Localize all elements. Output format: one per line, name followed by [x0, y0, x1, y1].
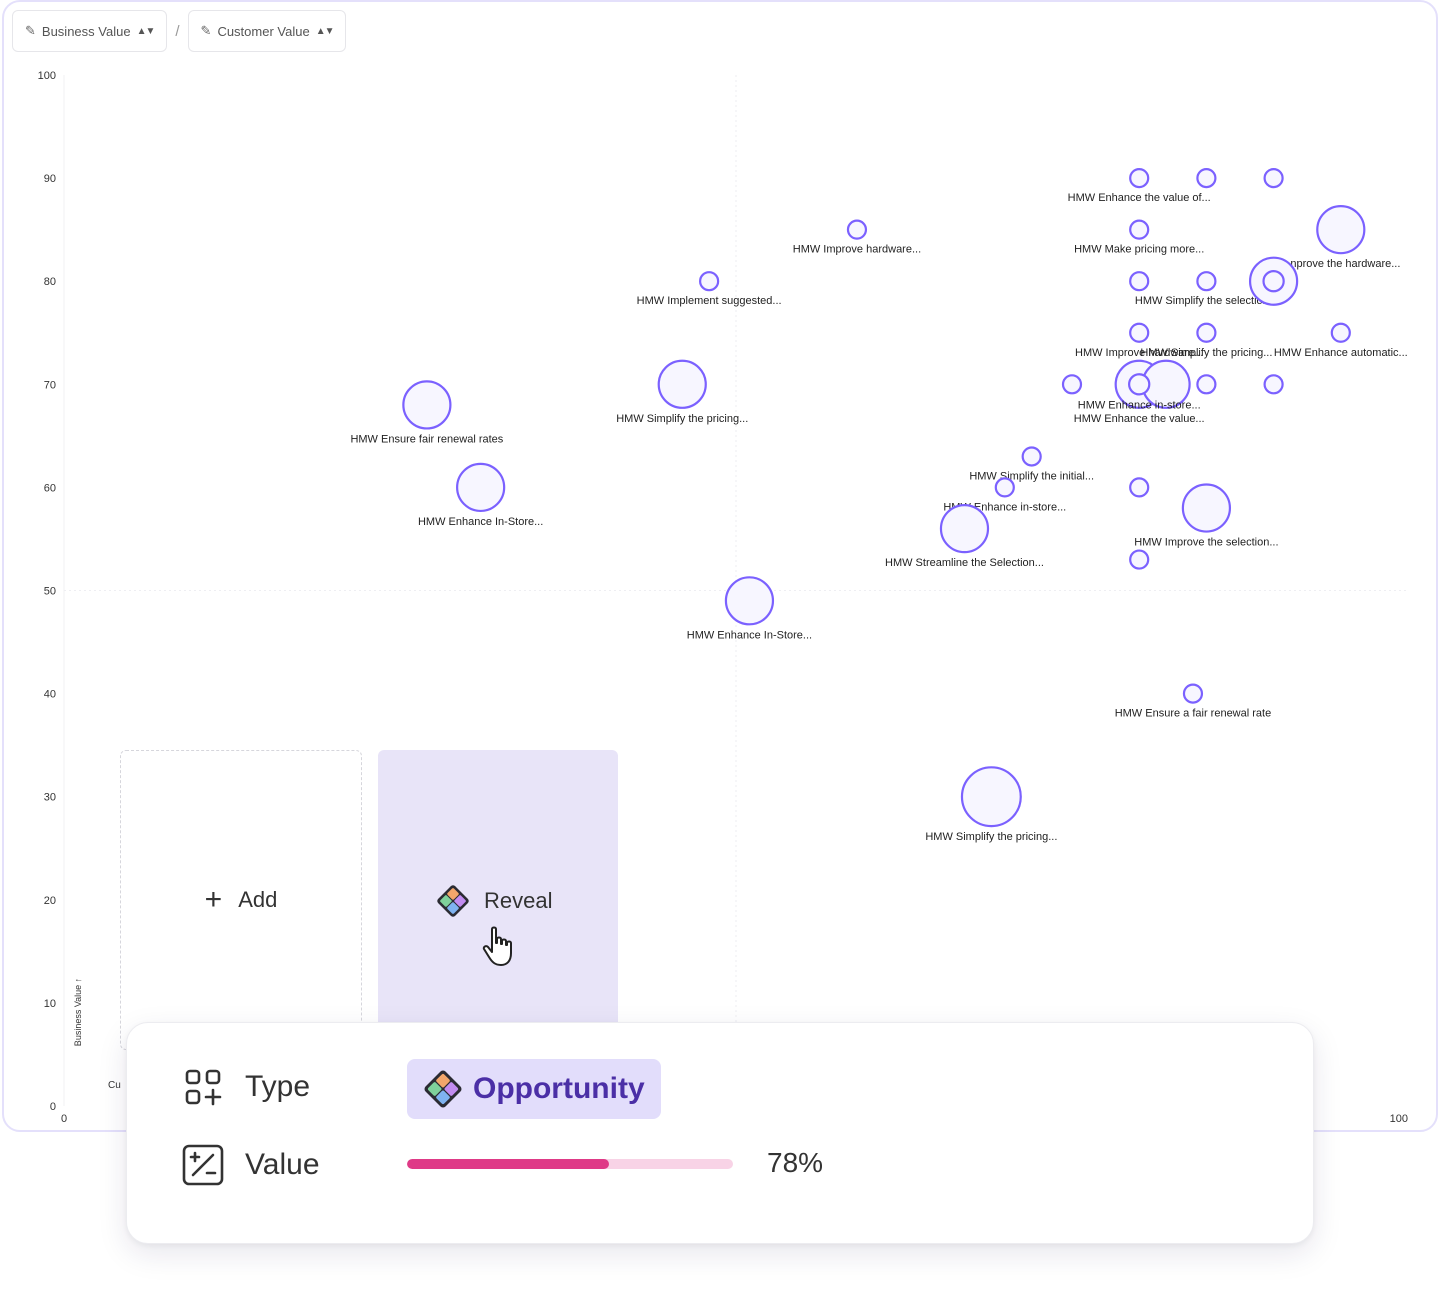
y-tick-label: 50	[44, 586, 56, 598]
value-row: Value	[181, 1143, 320, 1187]
bubble-label: HMW Streamline the Selection...	[885, 557, 1044, 569]
value-progress-fill	[407, 1159, 610, 1169]
type-label: Type	[245, 1070, 311, 1103]
sort-updown-icon: ▲▼	[315, 25, 335, 37]
opportunity-bubble[interactable]	[1021, 446, 1042, 467]
opportunity-bubble[interactable]	[1196, 168, 1217, 189]
opportunity-bubble[interactable]	[1196, 271, 1217, 292]
opportunity-bubble[interactable]	[1129, 322, 1150, 343]
bubble-label: HMW Make pricing more...	[1074, 244, 1204, 256]
opportunity-bubble[interactable]	[456, 462, 506, 513]
type-chip-opportunity[interactable]: Opportunity	[407, 1059, 661, 1119]
pencil-icon: ✎	[25, 23, 36, 38]
bubble-label: HMW Improve hardware...	[1075, 347, 1203, 359]
hand-cursor-icon	[482, 926, 512, 966]
y-metric-label: Business Value	[41, 23, 131, 39]
opportunity-bubble[interactable]	[1330, 322, 1351, 343]
x-axis-title: Cu	[108, 1080, 121, 1091]
add-button[interactable]: + Add	[120, 750, 362, 1050]
value-percent-icon	[181, 1143, 225, 1187]
opportunity-bubble[interactable]	[1129, 219, 1150, 240]
opportunity-bubble[interactable]	[1129, 168, 1150, 189]
reveal-button[interactable]: Reveal	[378, 750, 618, 1050]
bubble-label: HMW Enhance In-Store...	[418, 516, 543, 528]
opportunity-bubble[interactable]	[1129, 549, 1150, 570]
bubble-label: HMW Enhance in-store...	[1078, 399, 1201, 411]
y-tick-label: 90	[44, 173, 56, 185]
details-card: Type Opportunity Value 78%	[126, 1022, 1314, 1244]
category-grid-icon	[181, 1065, 225, 1109]
y-axis-title: Business Value ↑	[73, 977, 84, 1047]
opportunity-bubble[interactable]	[1129, 271, 1150, 292]
opportunity-bubble[interactable]	[1196, 374, 1217, 395]
y-tick-label: 40	[44, 689, 56, 701]
opportunity-bubble[interactable]	[960, 766, 1022, 828]
bubble-label: HMW Ensure fair renewal rates	[350, 433, 503, 445]
opportunity-bubble[interactable]	[1061, 374, 1083, 395]
y-tick-label: 30	[44, 792, 56, 804]
y-tick-label: 0	[50, 1101, 56, 1113]
bubble-label: HMW Improve the selection...	[1134, 537, 1278, 549]
opportunity-bubble[interactable]	[724, 576, 775, 626]
opportunity-bubble[interactable]	[1263, 374, 1284, 395]
bubble-label: HMW Simplify the initial...	[969, 470, 1094, 482]
type-value: Opportunity	[473, 1072, 645, 1105]
opportunity-bubble[interactable]	[1182, 683, 1204, 704]
opportunity-diamond-icon	[437, 885, 469, 917]
y-tick-label: 80	[44, 276, 56, 288]
sort-updown-icon: ▲▼	[136, 25, 156, 37]
y-tick-label: 100	[38, 70, 56, 82]
opportunity-bubble[interactable]	[1129, 477, 1150, 498]
bubble-label: HMW Enhance automatic...	[1274, 347, 1408, 359]
opportunity-bubble[interactable]	[402, 380, 452, 430]
bubble-label: HMW Simplify the pricing...	[616, 413, 748, 425]
x-metric-label: Customer Value	[217, 23, 310, 39]
x-tick-label: 0	[61, 1113, 67, 1125]
bubble-label: ...nprove the hardware...	[1281, 258, 1400, 270]
opportunity-bubble[interactable]	[939, 504, 990, 554]
opportunity-bubble[interactable]	[1316, 205, 1366, 255]
bubble-label: HMW Simplify the selection...	[1135, 295, 1278, 307]
bubble-label: HMW Enhance the value...	[1074, 413, 1205, 425]
reveal-label: Reveal	[484, 888, 553, 913]
plus-icon: +	[204, 883, 223, 916]
opportunity-bubble[interactable]	[699, 271, 720, 292]
opportunity-bubble[interactable]	[1181, 483, 1232, 533]
opportunity-bubble[interactable]	[1263, 168, 1284, 189]
opportunity-bubble[interactable]	[1196, 322, 1217, 343]
scatter-plot: 0 10 20 30 40 50 60 70 80 90 100 0 100 HMW Enhance …	[38, 70, 1408, 1125]
bubble-label: HMW Enhance the value of...	[1068, 192, 1211, 204]
bubble-label: HMW Simplify the pricing...	[1140, 347, 1272, 359]
y-tick-label: 60	[44, 482, 56, 494]
metric-separator: /	[175, 22, 180, 40]
opportunity-bubble[interactable]	[846, 219, 868, 240]
bubble-label: HMW Ensure a fair renewal rate	[1115, 708, 1272, 720]
axis-selector-toolbar: ✎ Business Value ▲▼ / ✎ Customer Value ▲…	[12, 10, 347, 52]
pencil-icon: ✎	[200, 23, 212, 38]
x-metric-select[interactable]: ✎ Customer Value ▲▼	[187, 10, 347, 52]
value-progress-bar	[407, 1159, 733, 1169]
y-metric-select[interactable]: ✎ Business Value ▲▼	[12, 10, 168, 52]
opportunity-bubble[interactable]	[1262, 270, 1285, 293]
opportunity-bubble[interactable]	[657, 359, 707, 409]
opportunity-bubble[interactable]	[1128, 373, 1151, 396]
y-tick-label: 70	[44, 379, 56, 391]
bubble-label: HMW Implement suggested...	[637, 295, 782, 307]
bubble-label: HMW Simplify the pricing...	[925, 831, 1057, 843]
y-tick-label: 10	[44, 998, 56, 1010]
add-label: Add	[238, 887, 278, 912]
bubble-label: HMW Improve hardware...	[793, 244, 921, 256]
bubble-label: HMW Enhance In-Store...	[687, 629, 812, 641]
x-tick-label: 100	[1390, 1113, 1408, 1125]
value-label: Value	[245, 1148, 320, 1181]
opportunity-diamond-icon	[424, 1070, 462, 1108]
type-row: Type	[181, 1065, 310, 1109]
opportunity-bubble[interactable]	[994, 477, 1015, 498]
value-percent: 78%	[767, 1147, 824, 1178]
y-tick-label: 20	[44, 895, 56, 907]
